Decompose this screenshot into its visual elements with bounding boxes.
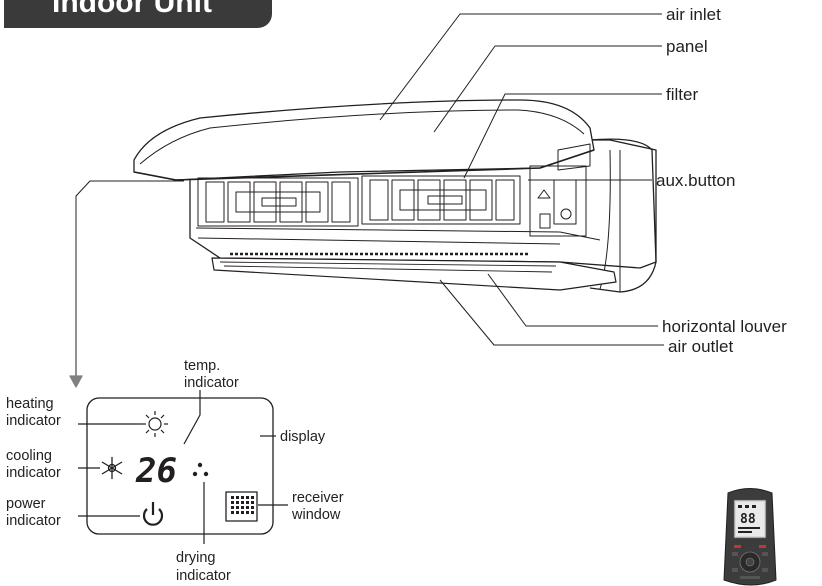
filter-frames — [197, 175, 521, 227]
unit-labels: air inlet panel filter aux.button horizo… — [656, 5, 787, 356]
label-power-indicator-1: power — [6, 496, 46, 512]
header-tab: Indoor Unit — [4, 0, 272, 28]
remote-control — [723, 488, 777, 586]
label-receiver-window-2: window — [291, 507, 341, 523]
drops-icon — [192, 462, 209, 477]
label-cooling-indicator-2: indicator — [6, 465, 61, 481]
label-temp-indicator-1: temp. — [184, 358, 220, 374]
display-leader-lines — [78, 390, 288, 544]
label-heating-indicator-2: indicator — [6, 413, 61, 429]
display-labels: temp. indicator heating indicator coolin… — [6, 358, 344, 584]
control-box — [529, 143, 591, 237]
label-display: display — [280, 429, 326, 445]
louver-assembly — [211, 252, 617, 291]
label-filter: filter — [666, 85, 698, 104]
label-cooling-indicator-1: cooling — [6, 448, 52, 464]
front-panel — [133, 99, 595, 181]
label-drying-indicator-2: indicator — [176, 568, 231, 584]
label-power-indicator-2: indicator — [6, 513, 61, 529]
unit-leader-lines — [75, 13, 664, 378]
temperature-readout: 26 — [135, 451, 177, 491]
snowflake-icon — [101, 457, 123, 479]
header-title: Indoor Unit — [52, 0, 212, 19]
label-horizontal-louver: horizontal louver — [662, 317, 787, 336]
label-receiver-window-1: receiver — [292, 490, 344, 506]
indoor-unit — [133, 99, 657, 293]
label-aux-button: aux.button — [656, 171, 735, 190]
label-panel: panel — [666, 37, 708, 56]
label-air-outlet: air outlet — [668, 337, 733, 356]
down-arrow-icon — [69, 375, 83, 388]
label-drying-indicator-1: drying — [176, 550, 216, 566]
label-temp-indicator-2: indicator — [184, 375, 239, 391]
sun-icon — [142, 411, 168, 437]
power-icon — [142, 502, 164, 526]
receiver-grid-icon — [225, 491, 258, 522]
display-panel — [86, 397, 274, 535]
label-air-inlet: air inlet — [666, 5, 721, 24]
label-heating-indicator-1: heating — [6, 396, 54, 412]
remote-screen-digits: 88 — [740, 512, 756, 527]
